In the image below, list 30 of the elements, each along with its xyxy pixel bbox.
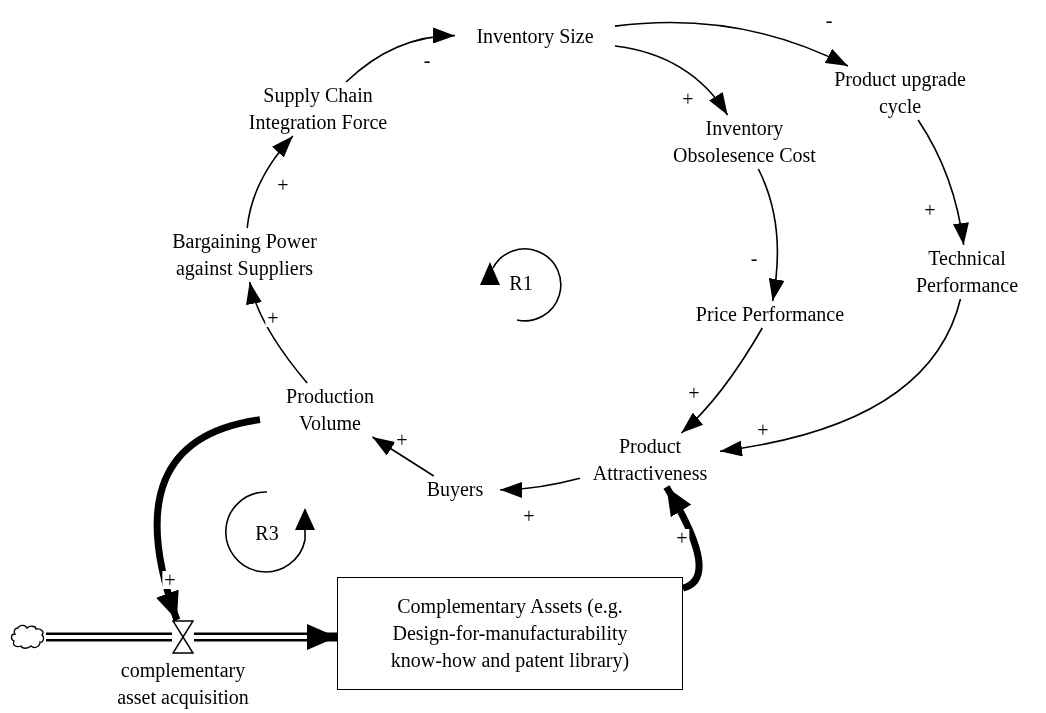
cloud-icon	[10, 624, 46, 650]
flow-pipe	[46, 632, 172, 642]
stock-box	[337, 577, 683, 690]
polarity-sign: +	[162, 571, 178, 589]
causal-arrow	[614, 45, 729, 116]
causal-arrow	[345, 28, 456, 83]
causal-arrow	[246, 281, 308, 384]
flow-label: complementary asset acquisition	[116, 658, 250, 711]
variable-label: Inventory Size	[455, 23, 615, 50]
variable-label: Price Performance	[665, 301, 875, 328]
loop-label: R3	[254, 524, 280, 542]
causal-arrow	[499, 477, 581, 498]
causal-arrow	[680, 327, 764, 434]
variable-label: Product Attractiveness	[580, 433, 720, 487]
causal-arrow	[719, 298, 962, 456]
variable-label: Bargaining Power against Suppliers	[162, 228, 327, 282]
causal-arrow	[371, 436, 435, 477]
polarity-sign: +	[265, 309, 281, 327]
variable-label: Supply Chain Integration Force	[218, 82, 418, 136]
valve-icon	[172, 620, 194, 654]
stock-label: Complementary Assets (e.g. Design-for-manufacturability know-how and patent library)	[389, 594, 631, 674]
variable-label: Buyers	[410, 476, 500, 503]
flow-pipe	[194, 624, 337, 650]
variable-label: Technical Performance	[887, 245, 1046, 299]
causal-arrow	[757, 168, 785, 302]
causal-arrow	[614, 21, 849, 67]
causal-arrow	[246, 135, 294, 229]
causal-arrow	[917, 119, 969, 246]
causal-arrow	[153, 416, 261, 622]
loop-label: R1	[508, 274, 534, 292]
